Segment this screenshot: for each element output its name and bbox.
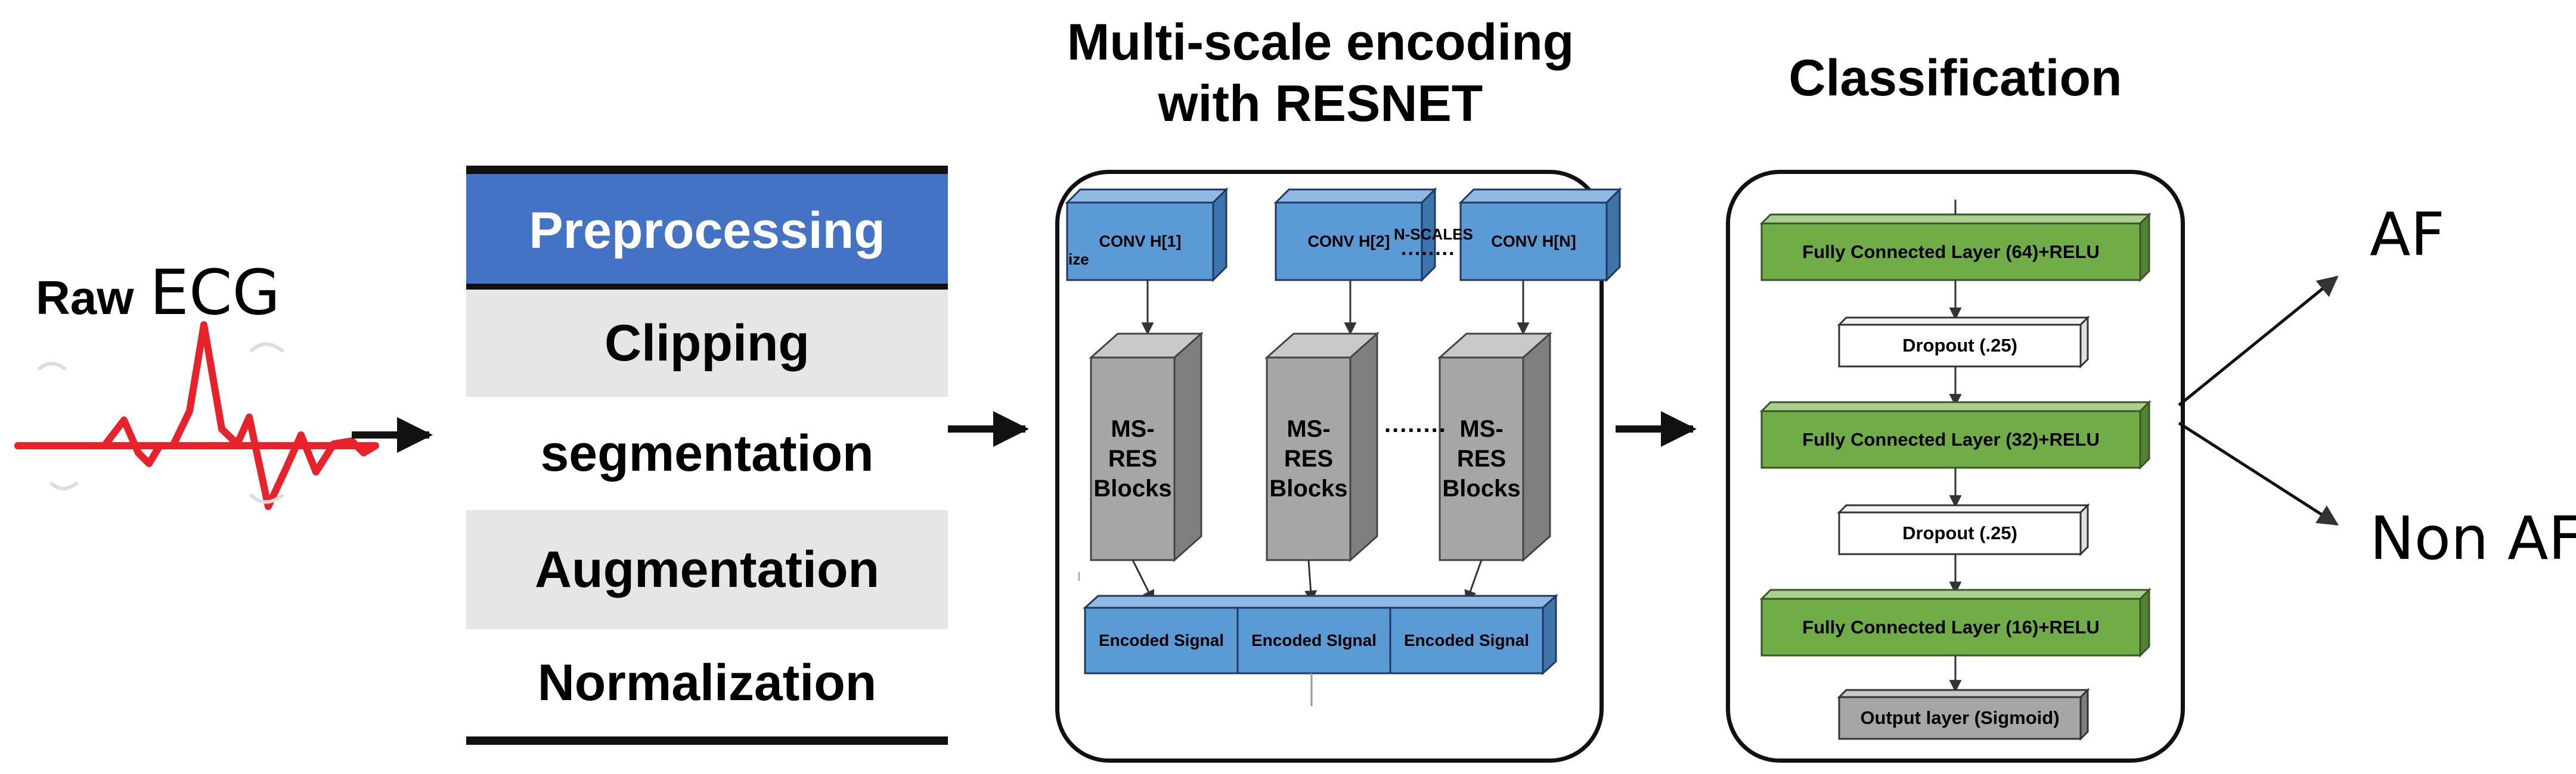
encoded-label-2: Encoded SIgnal [1251,631,1377,649]
fc32-label: Fully Connected Layer (32)+RELU [1802,428,2100,450]
prep-bottom-rule [466,736,948,745]
output-non-af: Non AF [2370,503,2576,573]
n-scales-label: N-SCALES [1394,225,1473,243]
raw-ecg-label: Raw ECG [36,256,280,329]
arrow-msn-to-encoded [1464,559,1483,603]
ms-res-label-2: MS- RES Blocks [1267,358,1350,560]
ms-res-label-1: MS- RES Blocks [1091,358,1174,560]
raw-prefix: Raw [36,271,134,324]
fc-layer-64 [1759,212,2152,282]
prep-step-segmentation: segmentation [540,424,874,482]
ms-line: MS- [1287,416,1331,442]
n-scales-dots: ........ [1401,237,1456,260]
ms-line: RES [1108,446,1158,472]
conv-cube-n [1458,187,1622,282]
conv-label-1: CONV H[1] [1099,232,1182,250]
conv-cube-1 [1065,187,1229,282]
output-layer [1837,688,2090,741]
prep-step-clipping: Clipping [466,290,948,397]
dropout-layer-1 [1837,315,2090,369]
prep-step-normalization: Normalization [537,654,877,711]
encoding-title: Multi-scale encoding with RESNET [1025,12,1616,135]
dropout1-label: Dropout (.25) [1902,335,2017,356]
side-fragment-label: ize [1068,250,1089,268]
ms-line: Blocks [1269,475,1348,502]
arrow-to-non-af [2178,421,2339,526]
ms-line: MS- [1111,416,1155,442]
conv-cube-2 [1273,187,1437,282]
ms-res-block-n [1437,331,1552,562]
dropout-layer-2 [1837,503,2090,557]
ms-line: RES [1284,446,1334,472]
output-layer-label: Output layer (Sigmoid) [1860,707,2060,728]
prep-header: Preprocessing [466,174,948,287]
arrow-ms1-to-encoded [1132,559,1155,603]
prep-header-rule [466,284,948,290]
ms-blocks-dots: ........ [1384,411,1447,437]
conv-label-n: CONV H[N] [1491,232,1576,250]
encoded-signal-strip [1083,593,1558,676]
prep-step-augmentation: Augmentation [466,510,948,629]
ms-res-block-1 [1089,331,1204,562]
output-af: AF [2370,200,2445,269]
ms-line: MS- [1459,416,1504,442]
conv-label-2: CONV H[2] [1307,232,1390,250]
classification-title: Classification [1788,49,2122,107]
fc-layer-16 [1759,588,2152,658]
ms-line: Blocks [1093,475,1172,502]
fc64-label: Fully Connected Layer (64)+RELU [1802,241,2100,262]
ms-res-label-n: MS- RES Blocks [1440,358,1523,560]
ecg-text: ECG [150,256,281,329]
ms-line: RES [1456,446,1506,472]
encoded-label-1: Encoded Signal [1098,631,1225,649]
ms-line: Blocks [1442,475,1521,502]
ms-res-block-2 [1264,331,1380,562]
fc-layer-32 [1759,400,2152,470]
encoded-label-3: Encoded Signal [1403,631,1530,649]
fc16-label: Fully Connected Layer (16)+RELU [1802,616,2100,638]
encoding-title-line1: Multi-scale encoding [1067,14,1574,71]
arrow-to-af [2178,275,2339,406]
encoding-title-line2: with RESNET [1158,75,1483,133]
dropout2-label: Dropout (.25) [1902,523,2017,543]
prep-top-rule [466,166,948,174]
arrow-ms2-to-encoded [1304,559,1318,604]
ecg-waveform-icon [14,321,379,510]
